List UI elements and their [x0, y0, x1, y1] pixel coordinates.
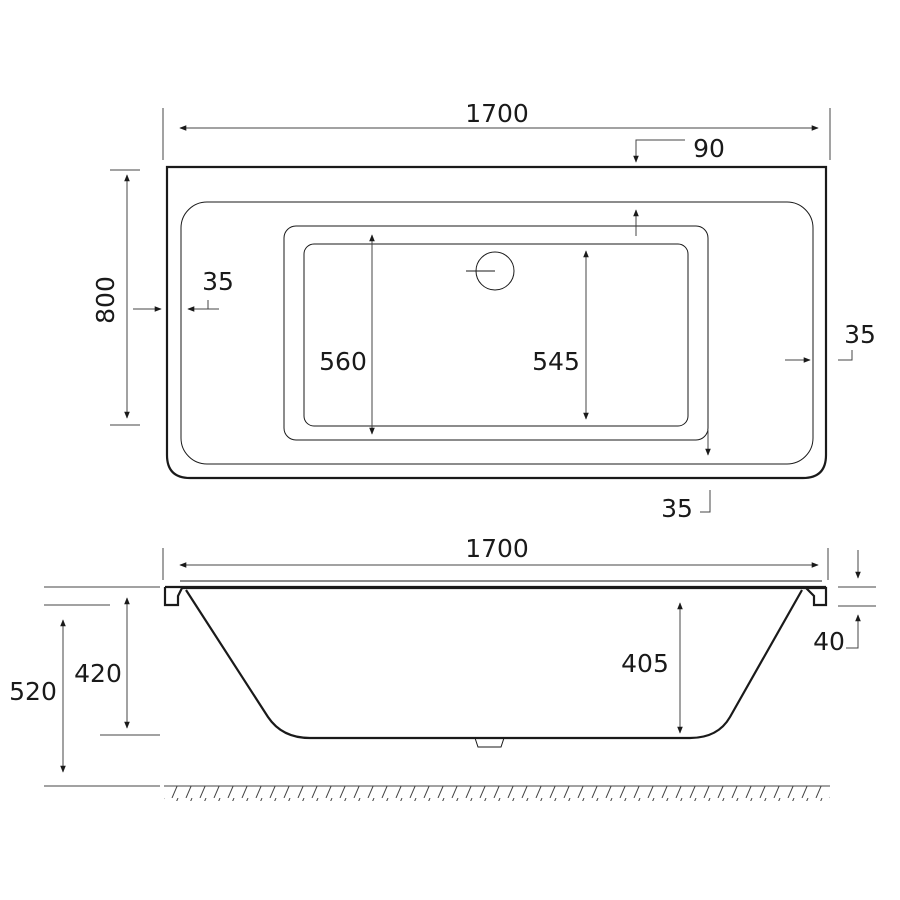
plan-base-inner [303, 243, 689, 427]
side-tub-body [185, 589, 803, 740]
plan-view: 1700 800 90 35 35 35 560 545 [91, 99, 876, 523]
rim-bottom-label: 35 [661, 494, 693, 523]
rim-bottom-leader [700, 490, 711, 513]
inner-width-left-label: 560 [319, 347, 367, 376]
height-body-label: 420 [74, 659, 122, 688]
rim-left-label: 35 [202, 267, 234, 296]
depth-inner-label: 405 [621, 649, 669, 678]
rim-top-leader [635, 139, 685, 160]
inner-width-right-label: 545 [532, 347, 580, 376]
side-waste-trap [474, 737, 505, 748]
side-view: 1700 520 420 405 40 [9, 534, 876, 801]
side-rim [163, 586, 828, 607]
side-length-label: 1700 [465, 534, 529, 563]
rim-thickness-label: 40 [813, 627, 845, 656]
rim-thickness-leader [846, 640, 859, 649]
plan-outer-rim [165, 165, 828, 480]
plan-length-label: 1700 [465, 99, 529, 128]
plan-base-outer [283, 225, 709, 441]
rim-top-label: 90 [693, 134, 725, 163]
floor-hatching [164, 786, 830, 801]
height-total-label: 520 [9, 677, 57, 706]
plan-basin-edge [180, 201, 814, 465]
rim-right-leader [838, 350, 853, 361]
rim-right-label: 35 [844, 320, 876, 349]
plan-width-label: 800 [91, 276, 120, 324]
